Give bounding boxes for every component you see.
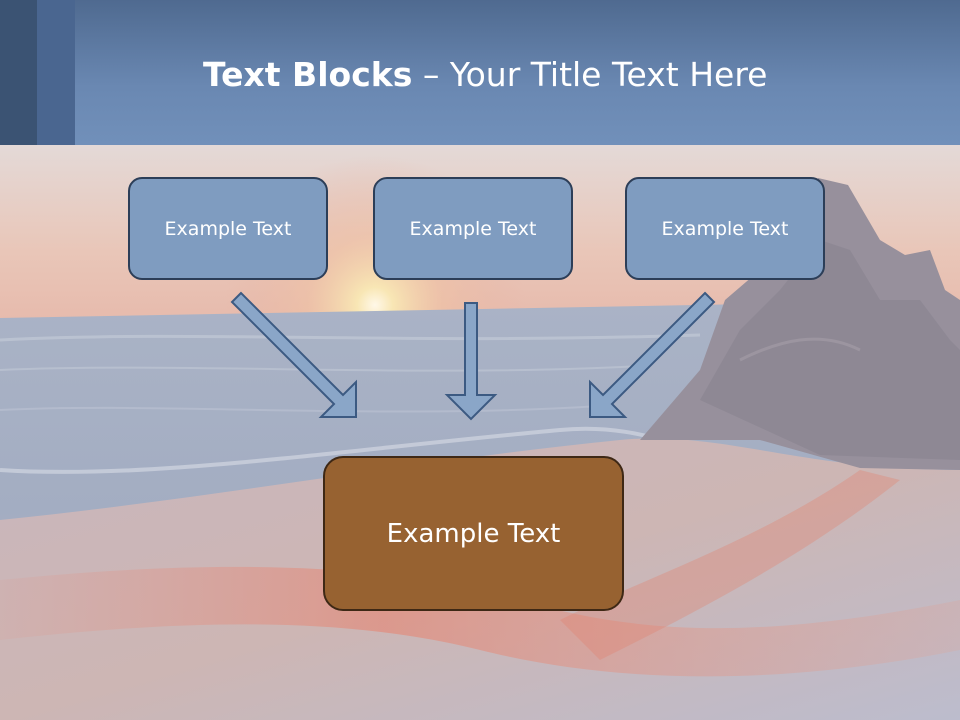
text-block-2[interactable]: Example Text (373, 177, 573, 280)
slide-title[interactable]: Text Blocks – Your Title Text Here (203, 52, 767, 98)
text-block-2-label: Example Text (409, 217, 537, 240)
title-bar (0, 0, 960, 145)
header-accent-strip (0, 0, 37, 145)
arrow-right-down-left[interactable] (589, 291, 716, 418)
target-text-block[interactable]: Example Text (323, 456, 624, 611)
target-text-block-label: Example Text (386, 518, 561, 549)
text-block-3[interactable]: Example Text (625, 177, 825, 280)
header-accent-strip-light (37, 0, 75, 145)
title-dash: – (412, 55, 450, 94)
text-block-1[interactable]: Example Text (128, 177, 328, 280)
arrow-left-down-right[interactable] (230, 291, 357, 418)
text-block-1-label: Example Text (164, 217, 292, 240)
text-block-3-label: Example Text (661, 217, 789, 240)
title-rest: Your Title Text Here (449, 55, 768, 94)
title-bold-part: Text Blocks (203, 55, 413, 94)
arrow-center-down[interactable] (444, 302, 498, 421)
